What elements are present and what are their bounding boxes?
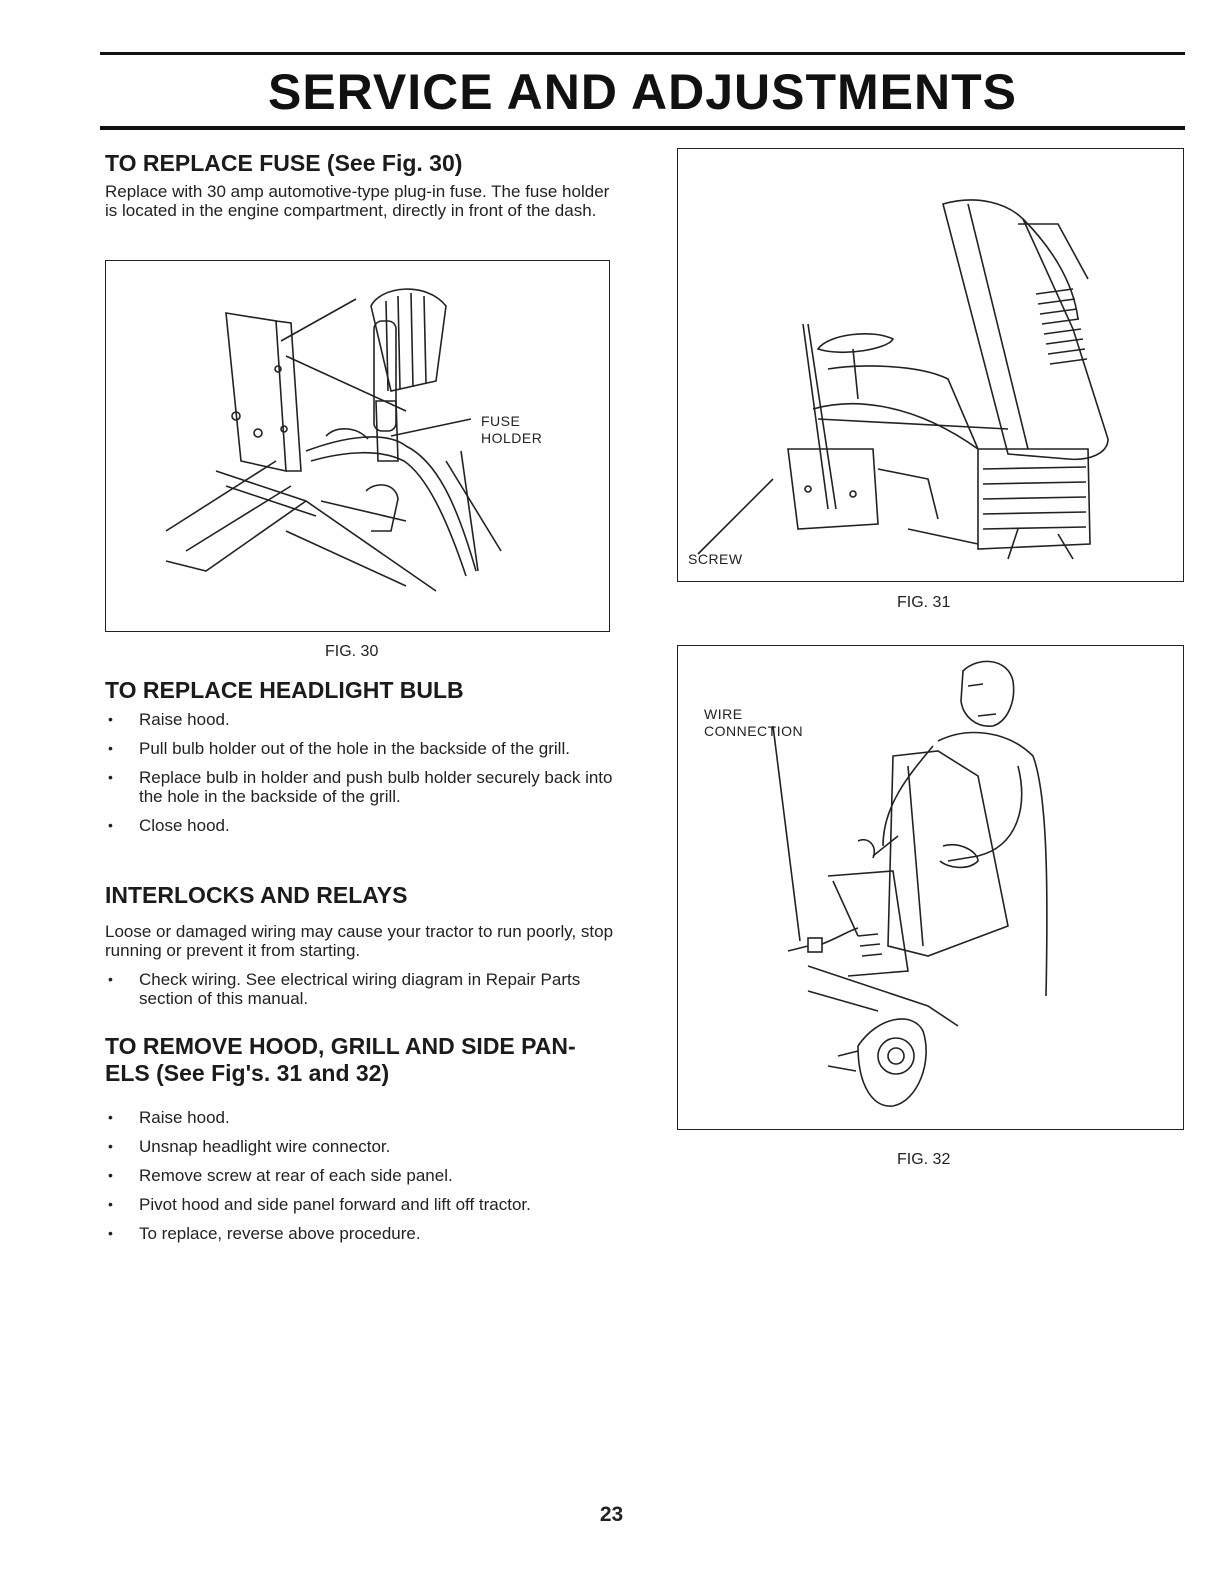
wire-connection-label: WIRE CONNECTION [704, 706, 804, 739]
list-item: Pivot hood and side panel forward and li… [105, 1195, 635, 1214]
hood-heading: TO REMOVE HOOD, GRILL AND SIDE PAN- ELS … [105, 1033, 576, 1086]
fig31-illustration: SCREW [677, 148, 1184, 582]
raised-hood-drawing [697, 199, 1109, 560]
list-item: Close hood. [105, 816, 620, 835]
hood-steps: Raise hood. Unsnap headlight wire connec… [105, 1108, 635, 1253]
list-item: Check wiring. See electrical wiring diag… [105, 970, 620, 1008]
headlight-heading: TO REPLACE HEADLIGHT BULB [105, 677, 464, 703]
interlocks-heading: INTERLOCKS AND RELAYS [105, 882, 408, 908]
hood-removal-drawing [772, 660, 1048, 1107]
header-rule-top [100, 52, 1185, 55]
list-item: Replace bulb in holder and push bulb hol… [105, 768, 620, 806]
list-item: Unsnap headlight wire connector. [105, 1137, 635, 1156]
page-title: SERVICE AND ADJUSTMENTS [267, 64, 1018, 120]
fig32-caption: FIG. 32 [897, 1151, 951, 1168]
fuse-heading: TO REPLACE FUSE (See Fig. 30) [105, 150, 463, 176]
fuse-holder-label: FUSE HOLDER [481, 413, 543, 446]
list-item: Remove screw at rear of each side panel. [105, 1166, 635, 1185]
fig31-caption: FIG. 31 [897, 594, 951, 611]
fuse-body: Replace with 30 amp automotive-type plug… [105, 182, 610, 220]
screw-label: SCREW [688, 551, 743, 567]
interlocks-body: Loose or damaged wiring may cause your t… [105, 922, 614, 960]
list-item: To replace, reverse above procedure. [105, 1224, 635, 1243]
list-item: Pull bulb holder out of the hole in the … [105, 739, 620, 758]
header-rule-bottom [100, 126, 1185, 130]
fig32-illustration: WIRE CONNECTION [677, 645, 1184, 1130]
fig30-illustration: FUSE HOLDER [105, 260, 610, 632]
fuse-holder-drawing [165, 288, 502, 592]
fig30-caption: FIG. 30 [325, 643, 379, 660]
interlocks-steps: Check wiring. See electrical wiring diag… [105, 970, 620, 1018]
page-number: 23 [599, 1503, 624, 1526]
headlight-steps: Raise hood. Pull bulb holder out of the … [105, 710, 620, 845]
list-item: Raise hood. [105, 710, 620, 729]
list-item: Raise hood. [105, 1108, 635, 1127]
